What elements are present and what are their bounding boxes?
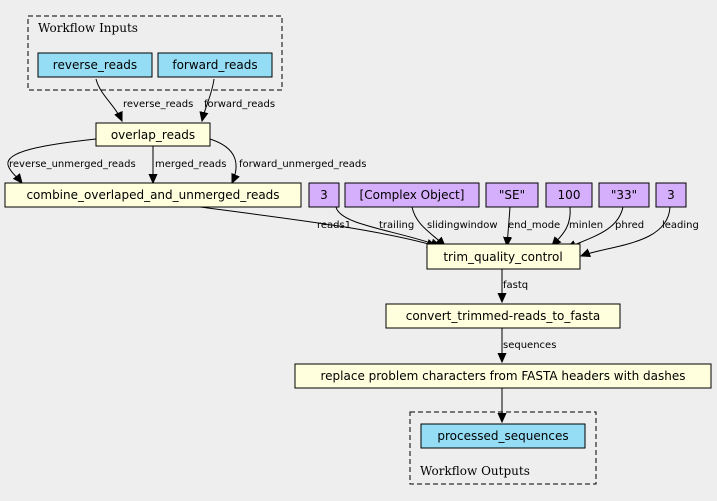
node-param-end-mode-box bbox=[485, 182, 539, 208]
node-forward-reads[interactable]: forward_reads bbox=[157, 52, 273, 78]
edge-slidingwindow bbox=[411, 206, 445, 246]
node-param-end-mode-label: "SE" bbox=[499, 188, 525, 202]
edge-label-slidingwindow: slidingwindow bbox=[427, 220, 498, 231]
node-processed-sequences-label: processed_sequences bbox=[437, 429, 568, 443]
edge-leading bbox=[581, 206, 671, 256]
node-param-end-mode[interactable]: "SE" bbox=[485, 182, 539, 208]
node-replace[interactable]: replace problem characters from FASTA he… bbox=[294, 363, 712, 389]
node-replace-box bbox=[294, 363, 712, 389]
node-param-slidingwindow[interactable]: [Complex Object] bbox=[344, 182, 480, 208]
edge-labels: reverse_reads forward_reads reverse_unme… bbox=[9, 99, 699, 351]
node-trim-quality-control[interactable]: trim_quality_control bbox=[426, 243, 581, 270]
node-convert[interactable]: convert_trimmed-reads_to_fasta bbox=[385, 303, 621, 329]
edge-label-phred: phred bbox=[615, 220, 644, 231]
edge-trailing bbox=[335, 206, 440, 246]
edge-end-mode bbox=[507, 206, 510, 246]
node-combine-label: combine_overlaped_and_unmerged_reads bbox=[26, 188, 279, 202]
node-param-leading[interactable]: 3 bbox=[655, 182, 687, 208]
node-forward-reads-label: forward_reads bbox=[172, 58, 257, 72]
workflow-inputs-label: Workflow Inputs bbox=[38, 21, 138, 35]
edge-reads1 bbox=[199, 206, 436, 246]
node-param-phred-box bbox=[598, 182, 650, 208]
node-trim-quality-control-label: trim_quality_control bbox=[443, 250, 562, 264]
node-overlap-reads[interactable]: overlap_reads bbox=[95, 122, 211, 147]
edge-label-end-mode: end_mode bbox=[508, 220, 560, 231]
node-param-minlen-box bbox=[545, 182, 593, 208]
node-param-trailing-box bbox=[308, 182, 340, 208]
edge-label-reverse-reads: reverse_reads bbox=[123, 99, 193, 110]
node-trim-quality-control-box bbox=[426, 243, 581, 270]
node-overlap-reads-label: overlap_reads bbox=[111, 128, 195, 142]
edge-label-reverse-unmerged-reads: reverse_unmerged_reads bbox=[9, 159, 136, 170]
edge-label-sequences: sequences bbox=[503, 340, 556, 351]
node-param-leading-box bbox=[655, 182, 687, 208]
edge-reverse-reads bbox=[95, 78, 122, 121]
edge-label-fastq: fastq bbox=[503, 280, 528, 291]
edge-reverse-unmerged bbox=[7, 138, 97, 183]
node-param-minlen[interactable]: 100 bbox=[545, 182, 593, 208]
edge-label-minlen: minlen bbox=[569, 220, 603, 231]
node-reverse-reads-box bbox=[37, 52, 153, 78]
node-combine[interactable]: combine_overlaped_and_unmerged_reads bbox=[4, 182, 302, 208]
node-param-leading-label: 3 bbox=[667, 188, 675, 202]
edge-forward-unmerged bbox=[209, 138, 236, 183]
edge-forward-reads bbox=[202, 78, 215, 121]
node-param-slidingwindow-box bbox=[344, 182, 480, 208]
node-convert-label: convert_trimmed-reads_to_fasta bbox=[406, 309, 601, 323]
workflow-outputs-cluster: Workflow Outputs bbox=[409, 411, 597, 485]
edge-label-merged-reads: merged_reads bbox=[155, 159, 226, 170]
node-reverse-reads[interactable]: reverse_reads bbox=[37, 52, 153, 78]
node-param-phred-label: "33" bbox=[611, 188, 637, 202]
node-convert-box bbox=[385, 303, 621, 329]
node-processed-sequences-box bbox=[420, 423, 586, 449]
edge-label-reads1: reads1 bbox=[317, 220, 351, 231]
node-param-minlen-label: 100 bbox=[558, 188, 581, 202]
edge-label-forward-unmerged-reads: forward_unmerged_reads bbox=[239, 159, 366, 170]
node-processed-sequences[interactable]: processed_sequences bbox=[420, 423, 586, 449]
node-param-slidingwindow-label: [Complex Object] bbox=[360, 188, 465, 202]
node-param-phred[interactable]: "33" bbox=[598, 182, 650, 208]
edge-label-trailing: trailing bbox=[379, 220, 414, 231]
node-forward-reads-box bbox=[157, 52, 273, 78]
node-combine-box bbox=[4, 182, 302, 208]
node-param-trailing[interactable]: 3 bbox=[308, 182, 340, 208]
edges bbox=[7, 78, 671, 422]
node-param-trailing-label: 3 bbox=[320, 188, 328, 202]
edge-label-forward-reads: forward_reads bbox=[204, 99, 275, 110]
edge-label-leading: leading bbox=[662, 220, 699, 231]
workflow-outputs-label: Workflow Outputs bbox=[420, 464, 530, 478]
node-overlap-reads-box bbox=[95, 122, 211, 147]
node-reverse-reads-label: reverse_reads bbox=[53, 58, 137, 72]
node-replace-label: replace problem characters from FASTA he… bbox=[320, 369, 685, 383]
workflow-inputs-cluster: Workflow Inputs bbox=[27, 15, 283, 91]
